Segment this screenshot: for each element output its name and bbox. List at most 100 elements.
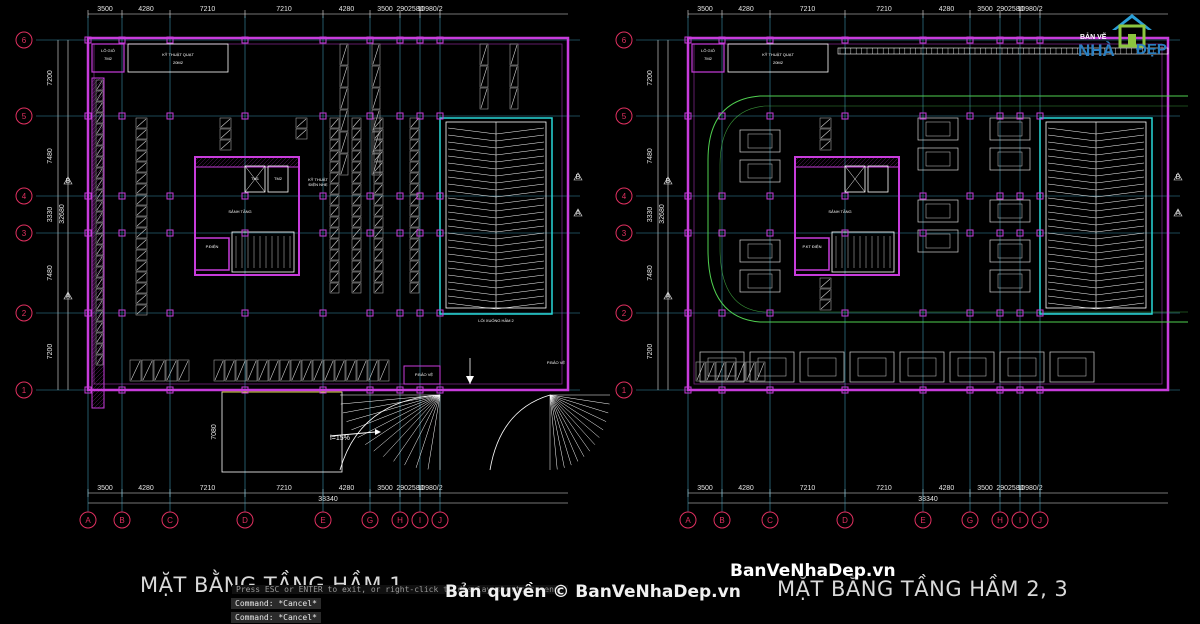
- ramp-stripe: [1047, 281, 1097, 289]
- room-air-shaft: [691, 43, 725, 73]
- grid-bubble-col-label: H: [397, 516, 403, 525]
- structural-column: [684, 229, 692, 237]
- grid-bubble-col: [79, 511, 97, 529]
- parking-car: [989, 269, 1031, 293]
- parking-stall: [136, 140, 147, 150]
- ramp-stripe: [1095, 211, 1145, 219]
- core-wall-top-hatch: [836, 156, 848, 168]
- ramp-stripe: [447, 183, 497, 191]
- perimeter-wall-left-hatch: [91, 181, 105, 195]
- parking-stall: [409, 172, 420, 184]
- ramp-stripe: [495, 274, 545, 282]
- core-wall-top-hatch: [876, 156, 888, 168]
- parking-stall: [374, 272, 383, 282]
- section-mark-label: A: [1176, 210, 1181, 217]
- parking-stall: [235, 359, 247, 382]
- structural-column: [1036, 229, 1044, 237]
- ramp-stripe: [1047, 239, 1097, 247]
- parking-stall: [820, 129, 831, 139]
- ramp-stripe: [1095, 190, 1145, 198]
- command-hint: Press ESC or ENTER to exit, or right-cli…: [232, 585, 568, 594]
- parking-stall: [95, 189, 104, 201]
- ramp-stripe: [1095, 204, 1145, 212]
- parking-stall: [340, 154, 348, 175]
- room-label-guard-2: P.BẢO VỆ: [547, 360, 565, 365]
- curved-ramp-edge: [489, 394, 551, 471]
- perimeter-wall-left-hatch: [91, 377, 105, 391]
- perimeter-wall-left-hatch: [91, 217, 105, 231]
- parking-stall: [351, 150, 362, 162]
- structural-column: [166, 309, 174, 317]
- grade-arrow-head: [375, 429, 381, 435]
- structural-column: [1036, 192, 1044, 200]
- parking-stall: [410, 272, 419, 282]
- structural-column: [841, 192, 849, 200]
- dimension-label-top: 3500: [97, 6, 113, 13]
- grid-bubble-col: [991, 511, 1009, 529]
- parking-stall: [330, 272, 339, 282]
- core-wall-top-hatch: [808, 156, 820, 168]
- ramp-stripe: [1047, 295, 1097, 303]
- ramp-stripe: [1095, 225, 1145, 233]
- grid-bubble-row-label: 5: [622, 112, 627, 121]
- parking-stall: [95, 222, 104, 234]
- parking-stall: [95, 79, 104, 91]
- parking-stall: [372, 88, 380, 109]
- ramp-stripe: [1095, 274, 1145, 282]
- structural-column: [396, 36, 404, 44]
- grid-bubble-col-label: E: [320, 516, 325, 525]
- grid-bubble-col-label: D: [242, 516, 248, 525]
- parking-car: [917, 117, 959, 141]
- ramp-stripe: [447, 288, 497, 296]
- parking-stall: [269, 360, 279, 381]
- structural-column: [319, 229, 327, 237]
- grid-bubble-row-label: 1: [622, 386, 627, 395]
- ramp-stripe: [495, 281, 545, 289]
- structural-column: [766, 112, 774, 120]
- parking-stall: [371, 131, 381, 154]
- parking-stall: [96, 201, 103, 211]
- parking-car-roof: [747, 163, 773, 179]
- parking-stall: [374, 129, 383, 139]
- perimeter-wall-left-hatch: [91, 129, 105, 143]
- parking-stall: [330, 250, 339, 260]
- parking-stall: [351, 183, 362, 195]
- parking-stall: [329, 260, 340, 272]
- parking-stall: [367, 359, 379, 382]
- structural-column: [396, 386, 404, 394]
- ramp-stripe: [447, 190, 497, 198]
- core-wall-top-hatch: [794, 156, 804, 166]
- parking-car: [739, 129, 781, 153]
- grid-bubble-col: [761, 511, 779, 529]
- parking-car-roof: [925, 203, 951, 219]
- parking-stall: [379, 360, 389, 381]
- parking-stall: [268, 359, 280, 382]
- core-wall-top-hatch: [212, 156, 224, 168]
- ramp-stripe: [495, 197, 545, 205]
- parking-stall: [95, 288, 104, 300]
- grid-bubble-col: [361, 511, 379, 529]
- room-label-lobby: SẢNH TẦNG: [828, 209, 851, 214]
- parking-stall: [410, 283, 419, 293]
- grid-bubble-col: [236, 511, 254, 529]
- command-input-line[interactable]: Command: *Cancel*: [231, 612, 321, 623]
- section-mark-label: B: [576, 174, 581, 181]
- parking-stall: [95, 332, 104, 344]
- room-label-elevator-1: TM1: [251, 176, 260, 181]
- grid-bubble-row: [615, 381, 633, 399]
- parking-stall: [329, 128, 340, 140]
- parking-stall: [374, 250, 383, 260]
- perimeter-wall-left-hatch: [91, 85, 105, 99]
- parking-stall: [214, 360, 224, 381]
- parking-stall: [374, 118, 383, 128]
- parking-stall: [95, 244, 104, 256]
- grid-bubble-col: [113, 511, 131, 529]
- dimension-label-bottom: 4280: [939, 485, 955, 492]
- ramp-stripe: [447, 148, 497, 156]
- curved-ramp-ray: [549, 394, 585, 457]
- parking-stall: [136, 162, 147, 172]
- parking-stall: [96, 157, 103, 167]
- parking-stall: [374, 283, 383, 293]
